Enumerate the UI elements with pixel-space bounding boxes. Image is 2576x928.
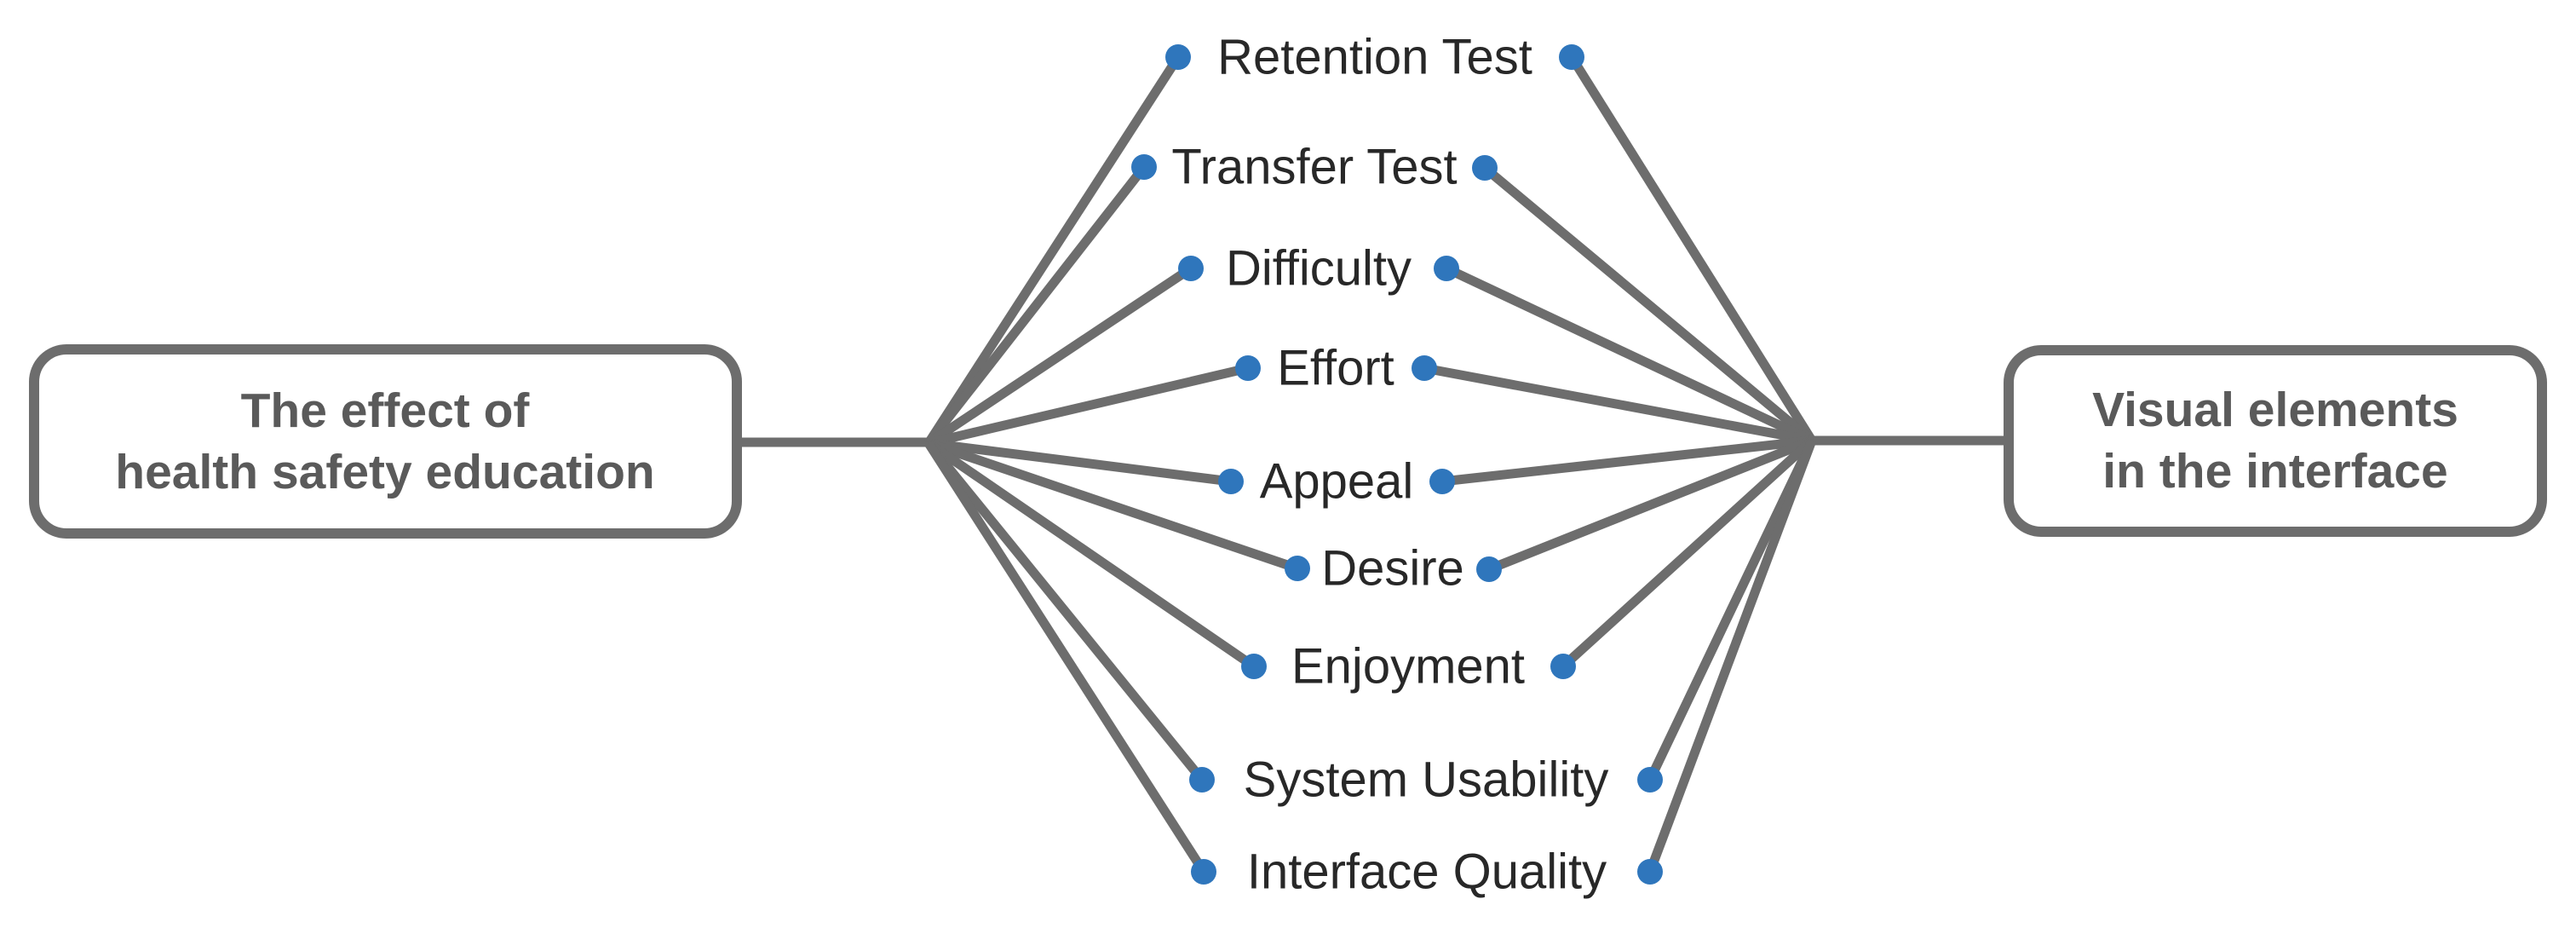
connector-line (924, 164, 1148, 447)
node-dot-right (1429, 469, 1455, 494)
right-branch-lines (1423, 55, 1817, 873)
node-dot-right (1412, 355, 1437, 381)
node-dot-left (1218, 469, 1244, 494)
node-dot-left (1131, 154, 1157, 180)
left-concept-box: The effect of health safety education (29, 344, 742, 539)
node-dot-right (1637, 767, 1663, 793)
measure-item-row: Interface Quality (1191, 844, 1663, 900)
right-box-label-line1: Visual elements (2092, 383, 2458, 437)
connector-line (1567, 55, 1816, 443)
measure-item-row: Effort (1235, 341, 1437, 396)
measure-item-label: Interface Quality (1247, 844, 1607, 900)
measure-item-row: Transfer Test (1131, 140, 1498, 195)
node-dot-right (1559, 44, 1584, 70)
measure-item-row: Retention Test (1165, 30, 1584, 85)
right-box-outline (2004, 345, 2547, 537)
connector-line (925, 264, 1194, 447)
measure-item-label: Appeal (1260, 454, 1414, 510)
measure-item-row: Appeal (1218, 454, 1455, 510)
connector-line (928, 438, 1232, 487)
measure-item-row: Enjoyment (1241, 639, 1576, 695)
node-dot-right (1434, 256, 1459, 281)
measure-item-label: Retention Test (1217, 30, 1532, 85)
measure-item-row: Desire (1285, 541, 1502, 597)
left-box-label-line2: health safety education (115, 445, 655, 499)
node-dot-left (1285, 556, 1310, 581)
connector-line (925, 439, 1257, 671)
measure-item-label: Difficulty (1226, 241, 1412, 297)
node-dot-right (1637, 859, 1663, 885)
node-dot-right (1476, 556, 1502, 582)
connector-line (1444, 264, 1814, 445)
node-dot-left (1178, 256, 1204, 281)
connector-line (1441, 435, 1813, 487)
connector-line (1645, 439, 1817, 873)
left-branch-lines (924, 55, 1299, 874)
connector-line (924, 440, 1206, 783)
connector-line (924, 441, 1208, 874)
connector-line (924, 55, 1182, 446)
measure-item-label: Enjoyment (1291, 639, 1525, 695)
connector-line (1486, 435, 1814, 574)
right-concept-box: Visual elements in the interface (2004, 345, 2547, 537)
right-box-label-line2: in the interface (2102, 444, 2447, 499)
left-box-outline (29, 344, 742, 539)
connector-line (1481, 164, 1815, 445)
measure-item-label: Desire (1321, 541, 1464, 597)
left-box-label-line1: The effect of (241, 383, 531, 438)
node-dot-left (1165, 44, 1191, 70)
connector-line (927, 363, 1250, 448)
measure-item-label: Transfer Test (1171, 140, 1457, 195)
node-dot-right (1550, 654, 1576, 679)
connector-line (1423, 363, 1814, 446)
measure-item-label: Effort (1277, 341, 1394, 396)
connector-line (1646, 438, 1816, 782)
node-dot-left (1235, 355, 1261, 381)
measure-item-row: System Usability (1189, 752, 1663, 808)
node-dot-left (1191, 859, 1216, 885)
measure-item-row: Difficulty (1178, 241, 1459, 297)
node-dot-left (1241, 654, 1267, 679)
connector-line (927, 438, 1299, 574)
node-dot-right (1472, 155, 1498, 181)
measure-item-label: System Usability (1244, 752, 1609, 808)
measure-items: Retention Test Transfer Test Difficulty … (1131, 30, 1663, 900)
connector-line (1560, 436, 1815, 671)
node-dot-left (1189, 767, 1215, 793)
